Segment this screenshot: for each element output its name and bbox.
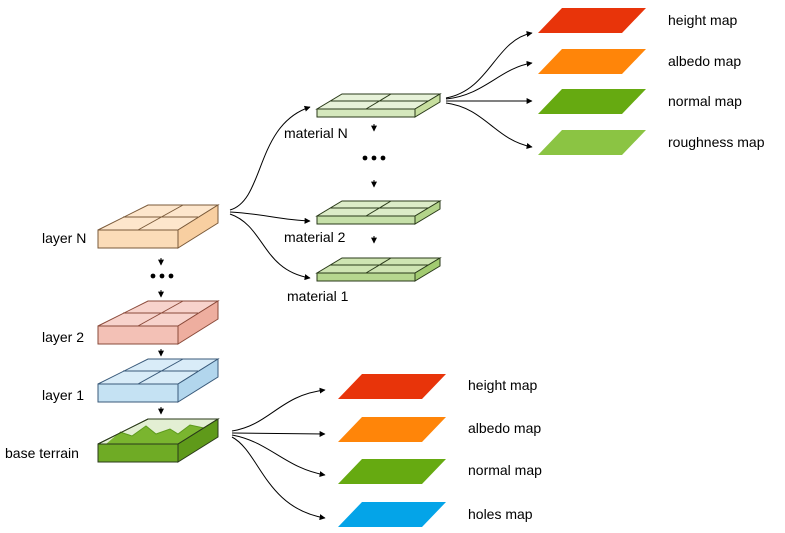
- terrain-albedo-map-swatch: [338, 417, 446, 442]
- terrain-albedo-map-label: albedo map: [468, 420, 541, 436]
- material-ellipsis: [362, 155, 386, 161]
- material-albedo-map-label: albedo map: [668, 53, 741, 69]
- layer-2-box: [97, 300, 220, 345]
- terrain-map-arrows: [231, 387, 326, 521]
- material-1-box: [315, 257, 442, 282]
- material-n-label: material N: [284, 125, 348, 141]
- base-terrain-box: [97, 418, 220, 463]
- material-normal-map-swatch: [538, 89, 646, 114]
- material-normal-map-label: normal map: [668, 93, 742, 109]
- terrain-normal-map-label: normal map: [468, 462, 542, 478]
- material-albedo-map-swatch: [538, 49, 646, 74]
- terrain-height-map-label: height map: [468, 377, 537, 393]
- material-roughness-map-label: roughness map: [668, 134, 765, 150]
- material-2-label: material 2: [284, 229, 346, 245]
- layer-1-box: [97, 358, 220, 403]
- material-height-map-swatch: [538, 8, 646, 33]
- material-height-map-label: height map: [668, 12, 737, 28]
- layer-ellipsis: [150, 273, 174, 279]
- terrain-holes-map-swatch: [338, 502, 446, 527]
- layer-material-arrows: [229, 105, 311, 281]
- material-map-arrows: [445, 31, 533, 149]
- layer-2-label: layer 2: [42, 329, 84, 345]
- layer-n-label: layer N: [42, 230, 86, 246]
- material-roughness-map-swatch: [538, 130, 646, 155]
- terrain-normal-map-swatch: [338, 459, 446, 484]
- terrain-holes-map-label: holes map: [468, 506, 533, 522]
- material-n-box: [315, 93, 442, 118]
- layer-n-box: [97, 204, 220, 249]
- base-terrain-label: base terrain: [5, 445, 79, 461]
- material-2-box: [315, 200, 442, 225]
- material-1-label: material 1: [287, 288, 349, 304]
- layer-1-label: layer 1: [42, 387, 84, 403]
- terrain-height-map-swatch: [338, 374, 446, 399]
